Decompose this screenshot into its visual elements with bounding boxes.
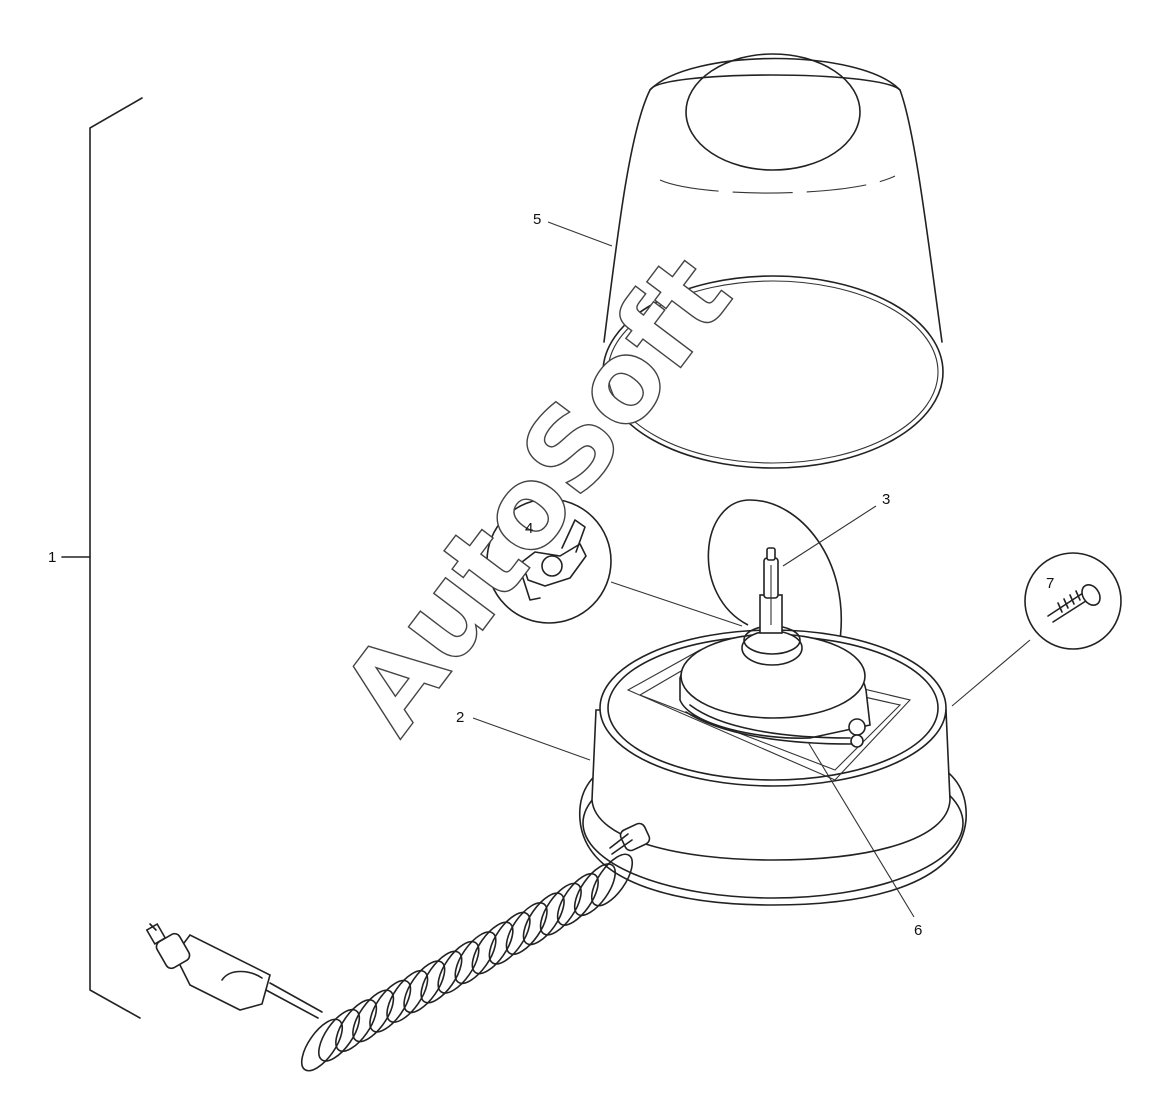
callout-4: 4: [525, 520, 533, 537]
cable-coil-loop: [454, 931, 497, 985]
cable-coil-loop: [335, 999, 378, 1053]
callout-3: 3: [882, 491, 890, 508]
cable-coil-loop: [437, 940, 480, 994]
cable-coil-loop: [556, 872, 599, 926]
cable-coil-loop: [522, 892, 565, 946]
cable-coil-loop: [318, 1008, 361, 1062]
motor-platform: [679, 625, 871, 748]
callout-1: 1: [48, 549, 56, 566]
assembly-bracket: [61, 97, 143, 1019]
cable-coil-loop: [300, 1018, 344, 1072]
cable-coil-loop: [369, 979, 412, 1033]
callout-6: 6: [914, 922, 922, 939]
cable-coil-loop: [386, 969, 429, 1023]
cable-coil-loop: [539, 882, 582, 936]
cable-coil-loop: [471, 921, 514, 975]
bulb-assembly: [759, 547, 783, 634]
cable-coil-loop: [420, 950, 463, 1004]
callout-7: 7: [1046, 575, 1054, 592]
cable-coil-loop: [590, 853, 634, 907]
detail-circle-clip: [486, 498, 612, 624]
lens-dome: [602, 53, 944, 469]
detail-circle-screw: [1024, 552, 1122, 650]
cable-coil-loop: [488, 911, 531, 965]
callout-2: 2: [456, 709, 464, 726]
cable-coil-loop: [403, 960, 446, 1014]
callout-5: 5: [533, 211, 541, 228]
power-cable: [265, 822, 651, 1072]
leader-lines: [472, 221, 1031, 918]
cable-coil-loop: [352, 989, 395, 1043]
cable-coil-loop: [505, 902, 548, 956]
cable-coil-loop: [573, 863, 616, 917]
cigarette-plug: [145, 922, 271, 1011]
